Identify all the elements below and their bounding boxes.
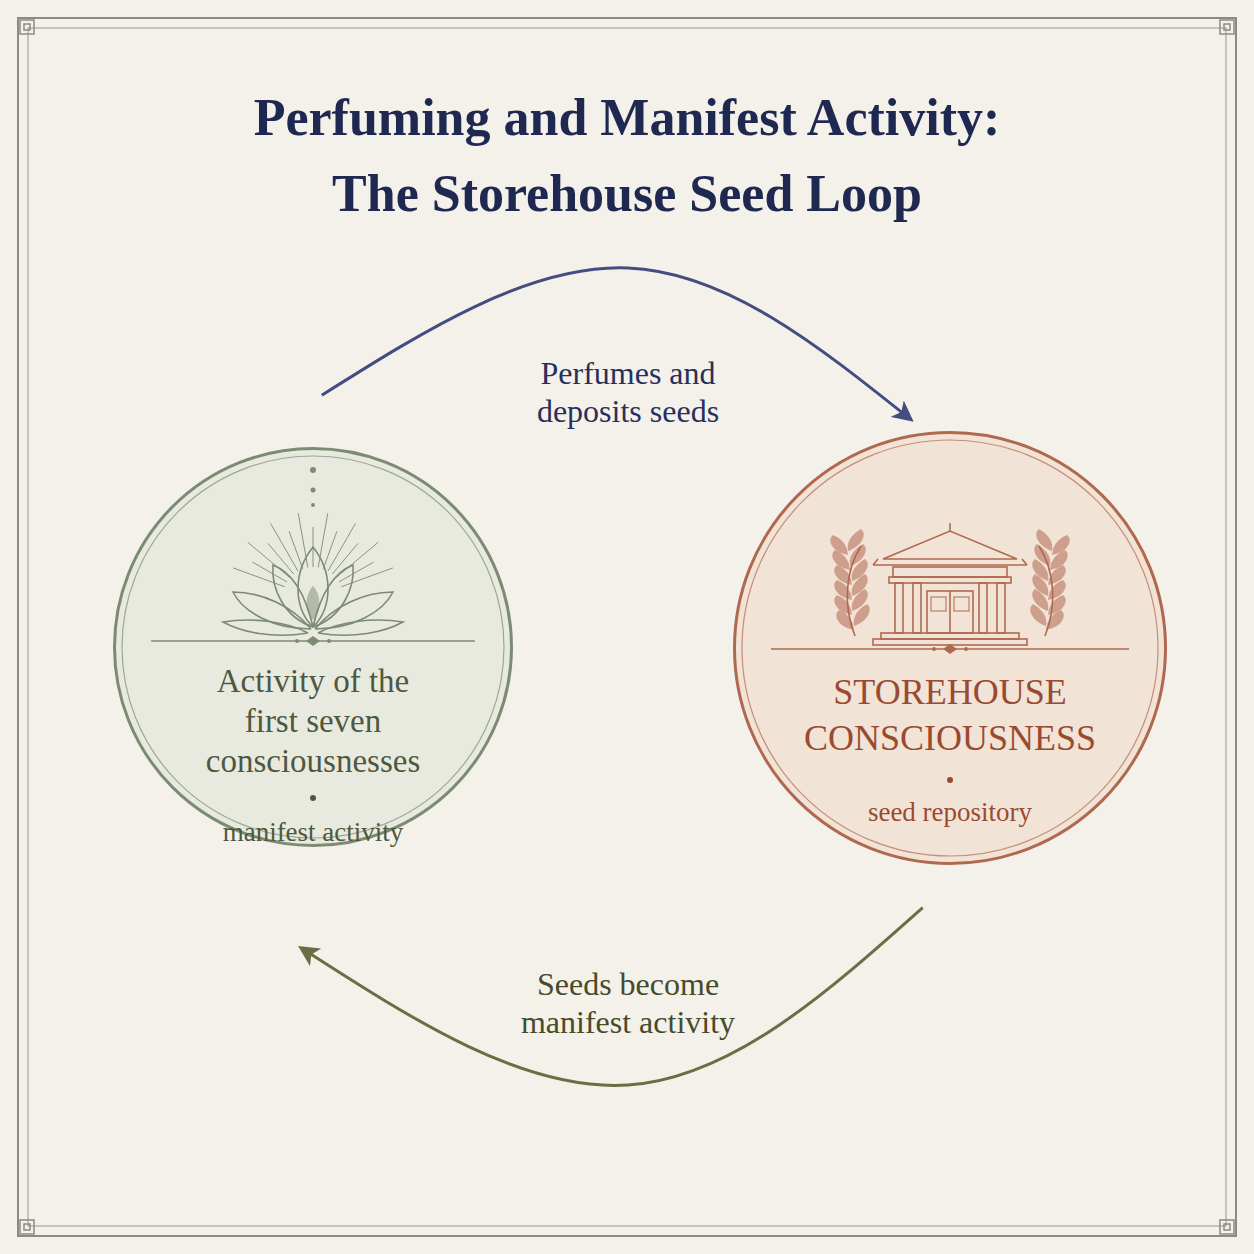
lotus-icon [223, 467, 403, 635]
edge-label: Seeds become manifest activity [478, 965, 778, 1041]
node-heading: Activity of the first seven consciousnes… [188, 661, 438, 781]
edge-label: Perfumes and deposits seeds [493, 354, 763, 430]
diagram-title: Perfuming and Manifest Activity: The Sto… [227, 80, 1027, 232]
temple-icon [831, 523, 1069, 645]
separator-dot [310, 795, 316, 801]
circle-outline [73, 407, 553, 887]
consciousness-circle: Activity of the first seven consciousnes… [73, 407, 553, 887]
node-subtitle: seed repository [810, 795, 1090, 829]
node-subtitle: manifest activity [173, 815, 453, 849]
flow-arrow [302, 908, 922, 1086]
node-heading: STOREHOUSE CONSCIOUSNESS [790, 669, 1110, 761]
separator-dot [947, 777, 953, 783]
storehouse-circle: STOREHOUSE CONSCIOUSNESS seed repository [729, 427, 1171, 869]
